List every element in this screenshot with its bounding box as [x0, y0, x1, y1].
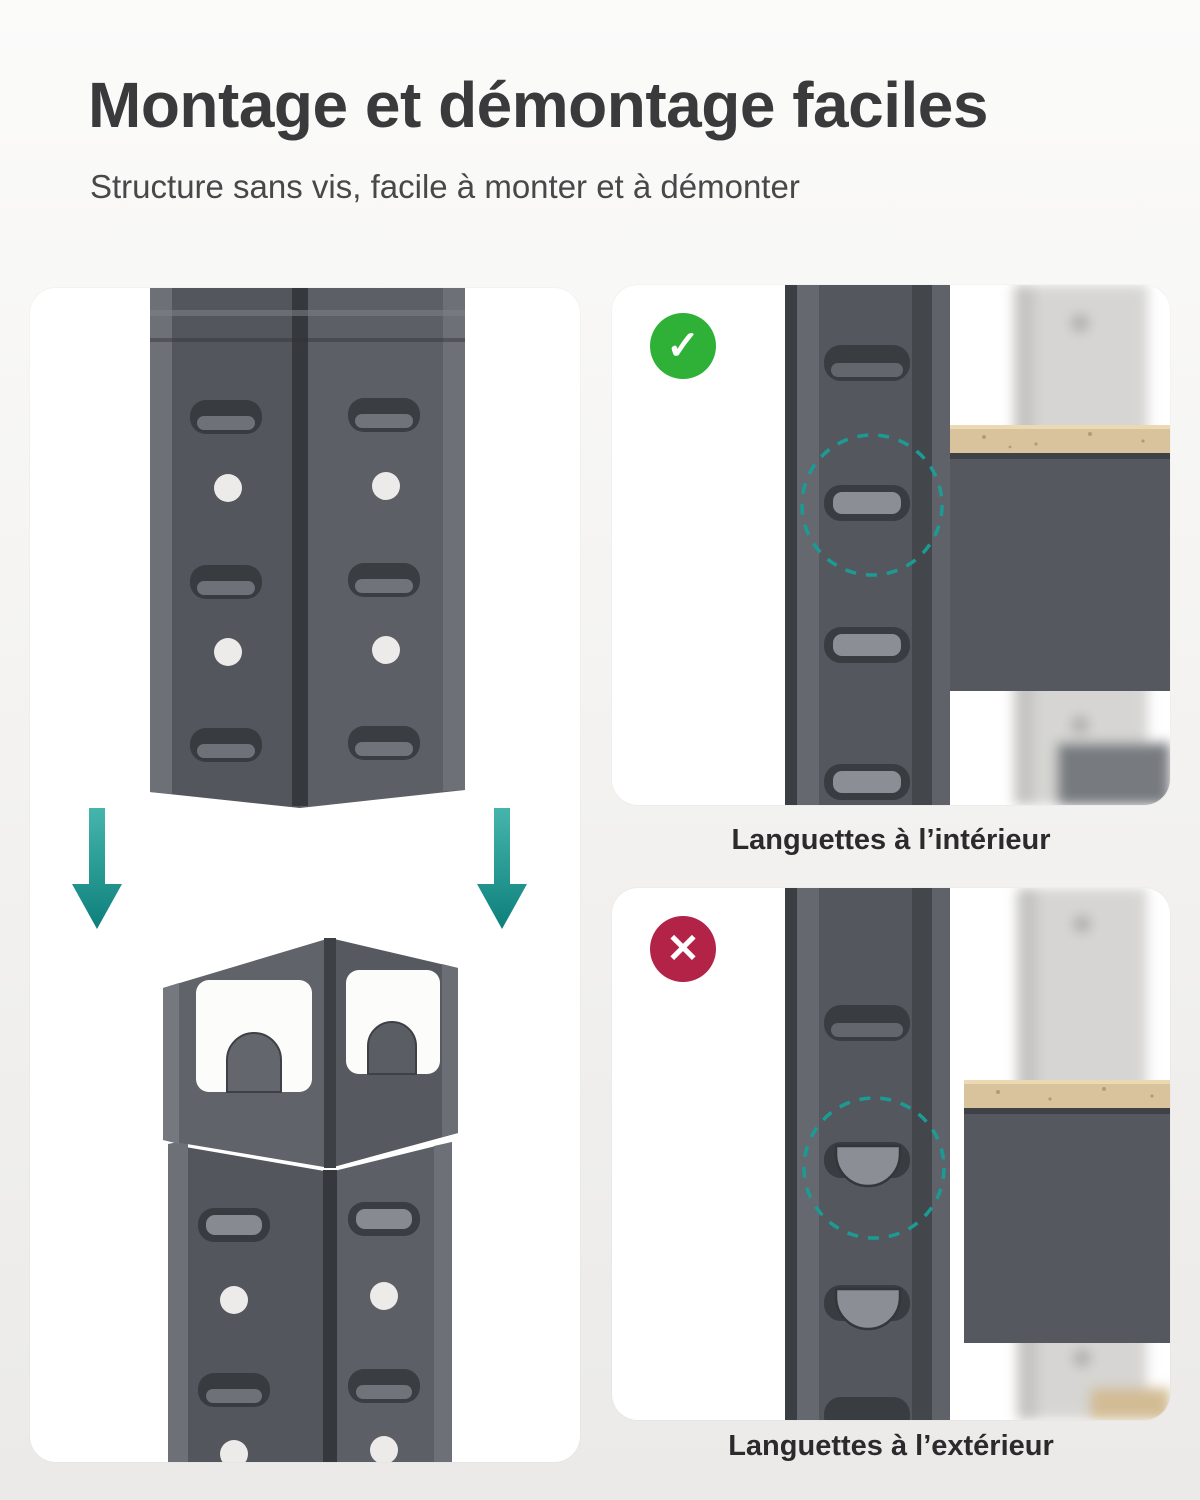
shelf-board	[950, 425, 1170, 691]
post-tabs-outside	[785, 888, 950, 1420]
checkmark-glyph: ✓	[666, 324, 700, 368]
caption-tabs-inside: Languettes à l’intérieur	[731, 824, 1051, 856]
incorrect-panel: ✕	[612, 888, 1170, 1420]
shelf-board	[964, 1080, 1170, 1343]
dashed-highlight-circle	[802, 1096, 946, 1240]
post-tabs-inside	[785, 285, 950, 805]
correct-panel: ✓	[612, 285, 1170, 805]
caption-tabs-outside: Languettes à l’extérieur	[728, 1430, 1054, 1462]
cross-icon: ✕	[650, 916, 716, 982]
cross-glyph: ✕	[666, 927, 700, 971]
down-arrow-icon-right	[477, 808, 527, 929]
tabs-inside-illustration	[785, 285, 1170, 805]
tabs-outside-illustration	[785, 888, 1170, 1420]
assembly-illustration	[72, 288, 527, 1462]
corner-connector-illustration	[163, 938, 458, 1168]
checkmark-icon: ✓	[650, 313, 716, 379]
lower-post-illustration	[168, 1140, 452, 1462]
upper-post-illustration	[150, 288, 465, 808]
page-title: Montage et démontage faciles	[88, 69, 988, 141]
page-subtitle: Structure sans vis, facile à monter et à…	[90, 168, 800, 205]
assembly-panel	[30, 288, 580, 1462]
dashed-highlight-circle	[800, 433, 944, 577]
down-arrow-icon-left	[72, 808, 122, 929]
